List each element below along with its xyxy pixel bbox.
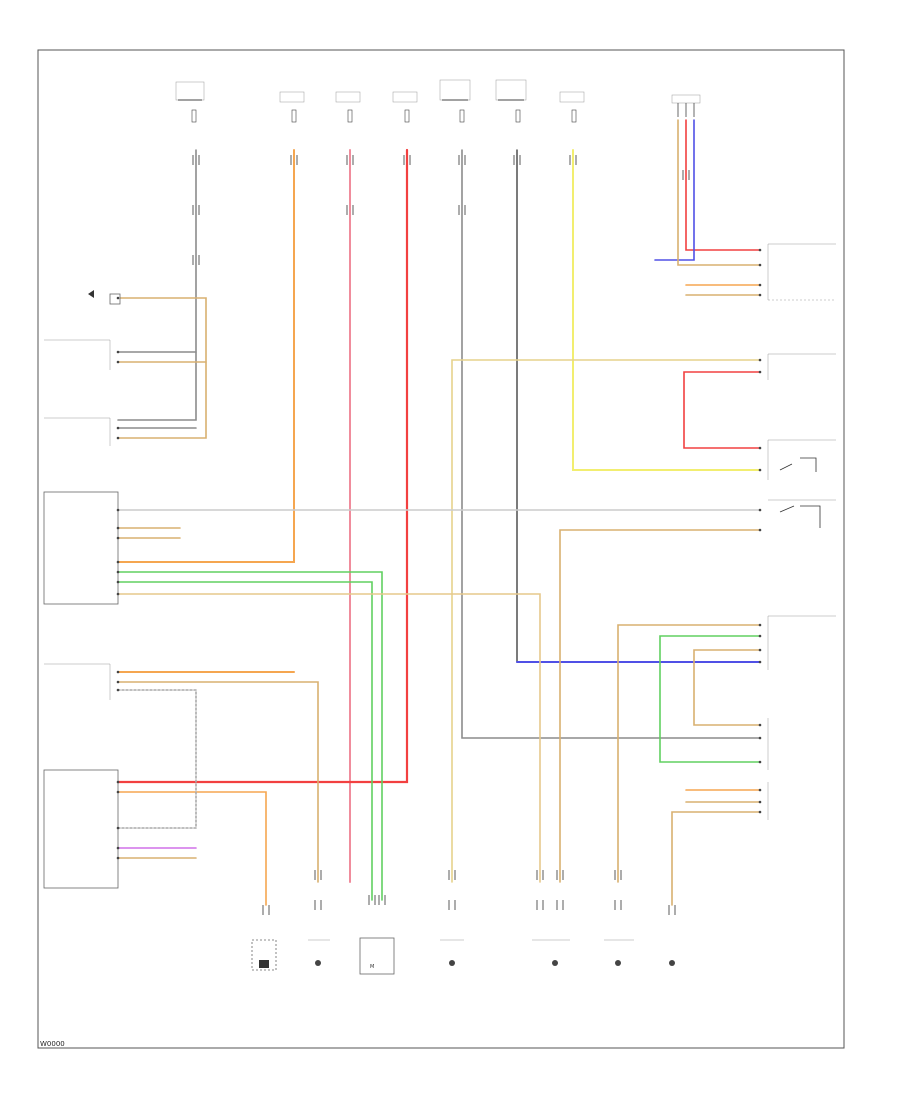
wire-red (116, 148, 409, 784)
source-4 (392, 91, 418, 123)
device-2 (308, 939, 330, 966)
device-6 (604, 939, 634, 966)
device-3: M (359, 937, 395, 975)
sensor-top-left (88, 290, 121, 305)
source-8 (671, 94, 701, 117)
device-5 (532, 939, 570, 966)
wire-orange (117, 149, 295, 563)
camera-module-right (758, 782, 769, 820)
source-2 (279, 91, 305, 123)
source-6 (495, 79, 527, 123)
rear-module-right (758, 615, 836, 670)
wire-tan-left-loop (117, 297, 207, 439)
seat-module-right (758, 718, 769, 770)
seat-belt-module (44, 663, 120, 700)
wire-tan-belt (117, 681, 319, 883)
relay-right (758, 499, 836, 532)
control-module-bottom (43, 769, 120, 889)
bottom-devices: M (251, 937, 675, 975)
device-1 (251, 939, 277, 971)
wire-blue-ic (654, 119, 695, 261)
source-3 (335, 91, 361, 123)
right-components (758, 243, 836, 820)
wires (116, 119, 761, 906)
diagram-code: W0000 (40, 1040, 65, 1048)
svg-text:M: M (370, 964, 374, 970)
sensor-module-right (758, 353, 836, 380)
source-5 (439, 79, 471, 123)
instrument-cluster (758, 243, 836, 301)
rear-lamp-module (44, 417, 120, 446)
wire-green-1 (117, 571, 383, 901)
wire-red-sensor (683, 371, 761, 449)
wire-red-ic (685, 119, 761, 251)
wire-green-2 (117, 581, 373, 901)
diagram-frame (37, 49, 845, 1049)
source-1 (175, 81, 205, 123)
connector-marks (192, 155, 690, 915)
wire-tan-long (451, 359, 761, 883)
front-lamp-module (44, 339, 120, 370)
wire-tan-rcv-1 (617, 624, 761, 883)
wire-grey-dashed (117, 689, 197, 829)
wire-tan-ic (677, 119, 761, 266)
wire-grey-left-feed (117, 149, 197, 421)
wire-yellow (572, 149, 761, 471)
wire-tan-rcv-4 (671, 811, 761, 906)
left-components (43, 290, 121, 889)
switch-right (758, 439, 836, 480)
control-module-left (43, 491, 120, 605)
device-4 (440, 939, 464, 966)
fuse-sources (175, 79, 701, 123)
wire-tan-seat (117, 593, 541, 883)
wire-green-right (659, 635, 761, 763)
device-7 (669, 960, 675, 966)
wire-tan-rcv-2 (693, 649, 761, 726)
wire-tan-right (559, 529, 761, 883)
wire-orange-belt (117, 791, 267, 906)
source-7 (559, 91, 585, 123)
